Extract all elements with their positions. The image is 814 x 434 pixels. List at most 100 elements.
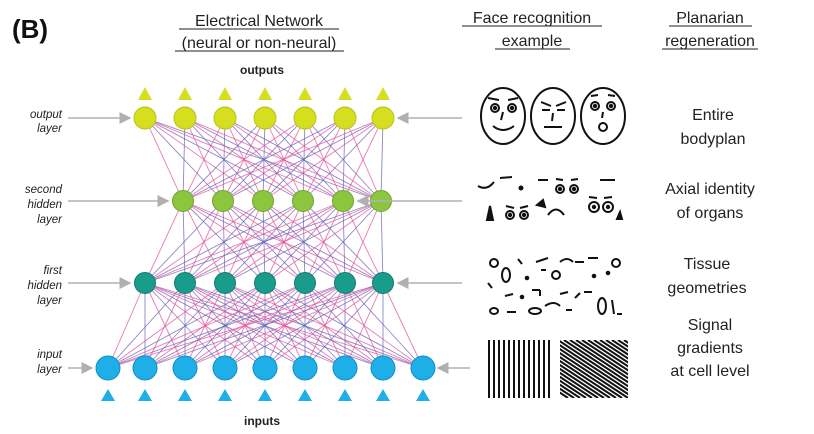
output-layer-node bbox=[173, 106, 197, 130]
first-hidden-layer-node bbox=[294, 272, 316, 294]
output-triangle-icon bbox=[258, 87, 272, 100]
network-link bbox=[344, 282, 384, 369]
network-link bbox=[182, 117, 306, 202]
happy-face-icon bbox=[480, 87, 526, 145]
stripe-line bbox=[560, 379, 587, 398]
network-header-line2: (neural or non-neural) bbox=[182, 35, 337, 52]
first-hidden-layer-node bbox=[174, 272, 196, 294]
bodyplan-label-line1: Entire bbox=[692, 107, 734, 124]
stripe-line bbox=[560, 367, 605, 398]
input-triangle-icon bbox=[298, 389, 312, 401]
input-layer-node bbox=[370, 355, 396, 381]
input-layer-node bbox=[172, 355, 198, 381]
network-link bbox=[304, 200, 382, 284]
network-link bbox=[144, 200, 264, 284]
stripe-line bbox=[560, 355, 623, 398]
panel-label: (B) bbox=[12, 14, 48, 44]
network-link bbox=[144, 282, 226, 369]
second-hidden-layer-label-line1: second bbox=[25, 184, 63, 196]
network-link bbox=[342, 117, 384, 202]
inputs-label: inputs bbox=[244, 414, 280, 428]
stripe-line bbox=[587, 340, 628, 368]
network-link bbox=[107, 282, 266, 369]
network-link bbox=[107, 282, 306, 369]
first-hidden-layer-label-line1: first bbox=[43, 265, 62, 277]
planarian-header: Planarian regeneration bbox=[662, 10, 758, 50]
stripe-line bbox=[622, 340, 662, 398]
stripe-line bbox=[616, 340, 656, 398]
output-layer-label-line2: layer bbox=[37, 123, 63, 135]
network-link bbox=[107, 282, 346, 369]
network-link bbox=[380, 200, 384, 284]
scrambled-features-illustration bbox=[477, 176, 624, 221]
stripe-line bbox=[605, 340, 628, 356]
network-link bbox=[262, 117, 346, 202]
stripe-line bbox=[560, 363, 611, 398]
second-hidden-layer-node bbox=[172, 190, 194, 212]
stripe-line bbox=[569, 340, 628, 380]
input-layer-label-line1: input bbox=[37, 349, 63, 361]
network-link bbox=[222, 117, 384, 202]
right-arrows bbox=[356, 112, 470, 374]
input-triangle-icon bbox=[178, 389, 192, 401]
network-link bbox=[144, 282, 384, 369]
stripe-line bbox=[560, 351, 628, 398]
vertical-stripes-pattern bbox=[488, 340, 550, 398]
network-link bbox=[107, 282, 226, 369]
planarian-header-line1: Planarian bbox=[676, 10, 744, 27]
input-triangle-icon bbox=[218, 389, 232, 401]
network-link bbox=[107, 282, 146, 369]
stripe-line bbox=[634, 340, 674, 398]
network-link bbox=[302, 117, 384, 202]
bodyplan-label-line2: bodyplan bbox=[681, 131, 746, 148]
input-layer-node bbox=[132, 355, 158, 381]
input-triangle-icon bbox=[416, 389, 430, 401]
second-hidden-layer-label-line3: layer bbox=[37, 214, 63, 226]
axial-identity-label-line2: of organs bbox=[677, 205, 744, 222]
output-triangle-icon bbox=[218, 87, 232, 100]
stripe-line bbox=[628, 340, 668, 398]
signal-label-line1: Signal bbox=[688, 317, 732, 334]
first-hidden-layer-label: first hidden layer bbox=[27, 265, 132, 307]
faces-illustration bbox=[480, 87, 626, 145]
input-triangle-icon bbox=[258, 389, 272, 401]
network-link bbox=[264, 282, 346, 369]
network-link bbox=[262, 117, 384, 202]
network-links bbox=[107, 117, 424, 369]
network-link bbox=[344, 200, 382, 284]
network-link bbox=[144, 200, 344, 284]
input-layer-node bbox=[332, 355, 358, 381]
input-layer-node bbox=[410, 355, 436, 381]
planarian-header-line2: regeneration bbox=[665, 33, 755, 50]
output-layer-node bbox=[371, 106, 395, 130]
first-hidden-layer-node bbox=[372, 272, 394, 294]
second-hidden-layer-node bbox=[212, 190, 234, 212]
output-triangle-icon bbox=[298, 87, 312, 100]
output-layer-node bbox=[333, 106, 357, 130]
output-layer-node bbox=[293, 106, 317, 130]
output-triangle-icon bbox=[338, 87, 352, 100]
network-link bbox=[144, 117, 184, 202]
input-layer-label: input layer bbox=[37, 349, 94, 376]
network-link bbox=[144, 200, 304, 284]
first-hidden-layer-label-line2: hidden bbox=[27, 280, 62, 292]
network-link bbox=[344, 282, 424, 369]
stripe-line bbox=[593, 340, 628, 364]
second-hidden-layer-label-line2: hidden bbox=[27, 199, 62, 211]
input-triangle-icon bbox=[138, 389, 152, 401]
output-layer-node bbox=[133, 106, 157, 130]
network-link bbox=[302, 117, 346, 202]
input-layer-node bbox=[292, 355, 318, 381]
second-hidden-layer-node bbox=[332, 190, 354, 212]
network-header-line1: Electrical Network bbox=[195, 13, 324, 30]
output-triangle-icon bbox=[178, 87, 192, 100]
stripe-line bbox=[560, 348, 628, 396]
input-layer-node bbox=[252, 355, 278, 381]
outputs-label: outputs bbox=[240, 63, 284, 77]
first-hidden-layer-label-line3: layer bbox=[37, 295, 63, 307]
network-link bbox=[182, 117, 346, 202]
tissue-label-line2: geometries bbox=[667, 280, 746, 297]
output-layer-node bbox=[253, 106, 277, 130]
stripe-line bbox=[610, 340, 650, 398]
